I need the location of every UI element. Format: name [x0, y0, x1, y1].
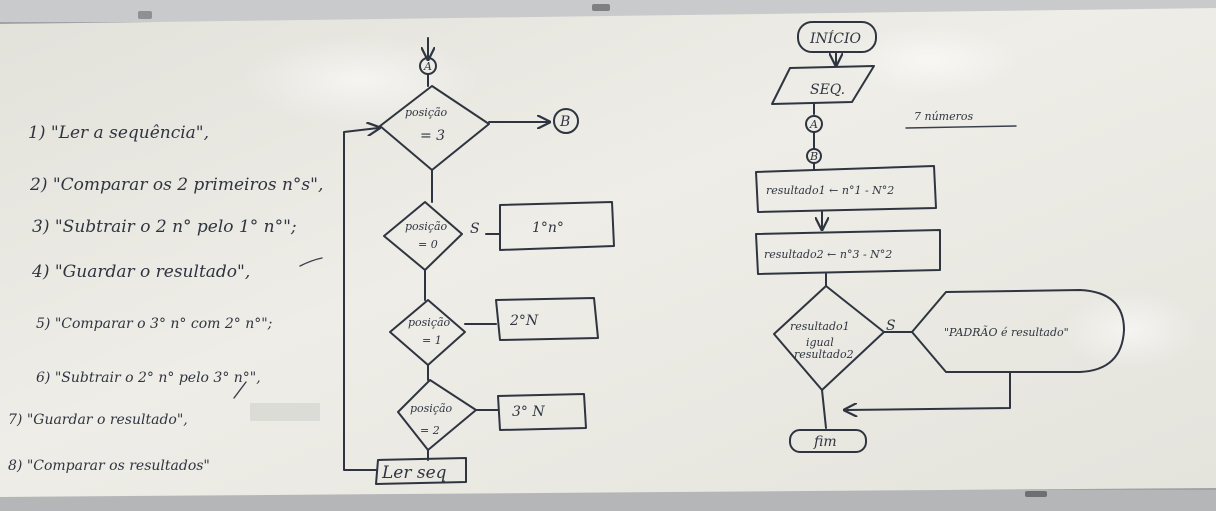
connector-a-label: A — [809, 118, 818, 131]
step-8: 8) "Comparar os resultados" — [8, 458, 210, 474]
output-text: "PADRÃO é resultado" — [944, 325, 1069, 339]
output-2-text: 2°N — [509, 313, 539, 329]
decision-3-line2: = 1 — [422, 334, 442, 347]
output-box-1 — [499, 201, 615, 251]
end-terminal — [789, 429, 867, 453]
magnet — [1025, 491, 1047, 497]
note-underline — [905, 125, 1017, 129]
step-2: 2) "Comparar os 2 primeiros n°s", — [29, 175, 323, 195]
eraser-smudge — [250, 403, 320, 421]
return-arrow — [846, 371, 1011, 410]
stray-mark — [299, 257, 323, 267]
output-display-shape — [911, 289, 1125, 373]
step-4: 4) "Guardar o resultado", — [31, 262, 250, 282]
connector-b — [553, 108, 579, 134]
decision-branch-s: S — [886, 318, 896, 334]
decision-4-line1: posição — [410, 402, 453, 415]
light-glare — [240, 35, 480, 125]
whiteboard-surface — [0, 8, 1216, 497]
decision-line2: igual — [806, 336, 834, 349]
end-label: fim — [813, 434, 837, 450]
magnet — [138, 11, 152, 19]
seq-note: 7 números — [914, 110, 973, 123]
step-6: 6) "Subtrair o 2° n° pelo 3° n°", — [36, 370, 261, 386]
decision-2-line2: = 0 — [418, 238, 438, 251]
flow-line — [821, 389, 827, 429]
decision-1-line1: posição — [405, 106, 448, 119]
process-2-text: resultado2 ← n°3 - N°2 — [764, 248, 892, 261]
process-box-2 — [755, 229, 941, 275]
input-box-ler-seq — [375, 457, 467, 485]
connector-a-label: A — [423, 60, 432, 73]
step-7: 7) "Guardar o resultado", — [8, 412, 188, 428]
output-3-text: 3° N — [512, 404, 545, 420]
light-glare — [1060, 290, 1200, 370]
light-glare — [840, 25, 1020, 95]
middle-flowchart: A posição = 3 B posição = 0 S 1°n° posiç… — [343, 37, 615, 485]
start-label: INÍCIO — [809, 29, 862, 47]
input-box-text: Ler seq — [381, 463, 447, 483]
board-bottom-tray — [0, 490, 1216, 511]
decision-1-line2: = 3 — [420, 128, 445, 144]
output-box-2 — [495, 297, 599, 341]
seq-input-parallelogram — [771, 65, 875, 105]
output-1-text: 1°n° — [532, 220, 564, 236]
decision-line1: resultado1 — [790, 320, 850, 333]
step-3: 3) "Subtrair o 2 n° pelo 1° n°"; — [32, 217, 297, 237]
connector-b-label: B — [809, 150, 818, 163]
process-box-1 — [755, 165, 937, 213]
magnet — [592, 4, 610, 11]
process-1-text: resultado1 ← n°1 - N°2 — [766, 184, 894, 197]
step-1: 1) "Ler a sequência", — [28, 123, 209, 143]
decision-line3: resultado2 — [794, 348, 854, 361]
step-5: 5) "Comparar o 3° n° com 2° n°"; — [36, 316, 272, 332]
branch-s-label: S — [470, 221, 480, 237]
loop-back-line — [343, 128, 378, 471]
decision-4-line2: = 2 — [420, 424, 440, 437]
connector-b-label: B — [559, 114, 570, 130]
right-flowchart: INÍCIO SEQ. 7 números A B resultado1 ← n… — [755, 21, 1125, 453]
seq-label: SEQ. — [810, 82, 845, 98]
steps-list: 1) "Ler a sequência", 2) "Comparar os 2 … — [8, 123, 323, 474]
stray-mark — [233, 381, 247, 399]
output-box-3 — [497, 393, 587, 431]
decision-3-line1: posição — [408, 316, 451, 329]
decision-2-line1: posição — [405, 220, 448, 233]
